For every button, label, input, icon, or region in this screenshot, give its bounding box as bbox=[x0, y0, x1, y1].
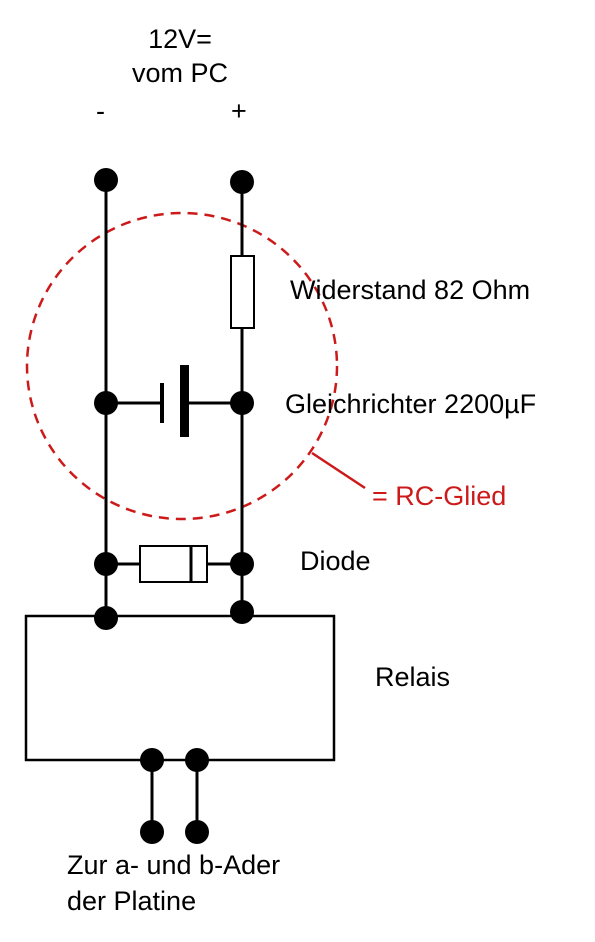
supply-voltage-label: 12V= bbox=[148, 24, 212, 54]
minus-label: - bbox=[96, 96, 105, 126]
junction-relay-out-b bbox=[185, 748, 209, 772]
junction-relay-out-a bbox=[140, 748, 164, 772]
capacitor-label: Gleichrichter 2200µF bbox=[285, 389, 537, 419]
plus-label: + bbox=[231, 96, 247, 126]
terminal-minus bbox=[94, 168, 118, 192]
diode-body bbox=[139, 545, 208, 583]
terminal-out-b bbox=[185, 820, 209, 844]
output-label-line2: der Platine bbox=[67, 886, 197, 916]
relay-box bbox=[24, 614, 336, 762]
rc-group-pointer bbox=[311, 451, 366, 490]
relay-label: Relais bbox=[375, 662, 451, 692]
terminal-plus bbox=[230, 170, 254, 194]
resistor-label: Widerstand 82 Ohm bbox=[290, 275, 531, 305]
junction-relay-right bbox=[230, 600, 254, 624]
rc-group-label: = RC-Glied bbox=[372, 481, 507, 511]
junction-diode-right bbox=[230, 552, 254, 576]
resistor-symbol bbox=[230, 255, 255, 329]
capacitor-plate-thick bbox=[180, 365, 189, 437]
junction-relay-left bbox=[94, 606, 118, 630]
rc-group-outline bbox=[25, 211, 339, 521]
output-label-line1: Zur a- und b-Ader bbox=[67, 850, 281, 880]
capacitor-plate-thin bbox=[160, 383, 164, 423]
junction-diode-left bbox=[94, 552, 118, 576]
terminal-out-a bbox=[140, 820, 164, 844]
supply-source-label: vom PC bbox=[131, 58, 229, 88]
junction-capacitor-right bbox=[230, 391, 254, 415]
junction-capacitor-left bbox=[94, 391, 118, 415]
diode-label: Diode bbox=[300, 546, 371, 576]
